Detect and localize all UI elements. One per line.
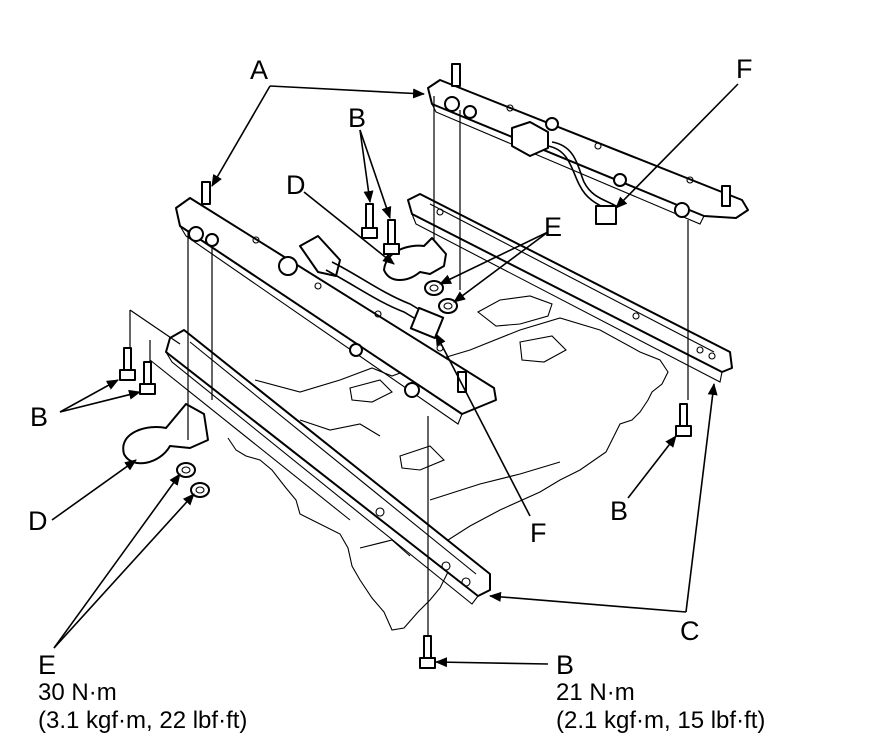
- alignment-lines: [129, 96, 689, 640]
- label-a: A: [250, 55, 268, 85]
- leaders: [51, 83, 739, 668]
- bracket-d-lower: [122, 403, 209, 465]
- label-b-left: B: [30, 402, 48, 432]
- torque-e-nm: 30 N·m: [38, 679, 117, 706]
- label-e-left: E: [38, 650, 56, 680]
- floor-pan: [227, 295, 669, 631]
- bolt: [361, 203, 378, 239]
- label-d-left: D: [28, 506, 48, 536]
- frame-front: [175, 181, 497, 425]
- bolt: [139, 361, 156, 395]
- nuts-e: [176, 280, 458, 498]
- bolt: [383, 219, 400, 255]
- bolt: [675, 403, 692, 437]
- label-b-right: B: [610, 496, 628, 526]
- frame-rear: [427, 63, 749, 225]
- label-f-top: F: [736, 54, 753, 84]
- label-c: C: [680, 616, 700, 646]
- label-f-mid: F: [530, 518, 547, 548]
- torque-e-alt: (3.1 kgf·m, 22 lbf·ft): [38, 707, 247, 734]
- bolt: [119, 347, 136, 381]
- label-b-bottom: B: [556, 650, 574, 680]
- torque-b-alt: (2.1 kgf·m, 15 lbf·ft): [556, 707, 765, 734]
- rail-right: [407, 193, 733, 383]
- torque-b-nm: 21 N·m: [556, 679, 635, 706]
- bolt: [419, 635, 436, 669]
- label-b-top: B: [348, 103, 366, 133]
- label-d-top: D: [286, 170, 306, 200]
- bolts-b: [119, 203, 692, 669]
- label-e-top: E: [544, 212, 562, 242]
